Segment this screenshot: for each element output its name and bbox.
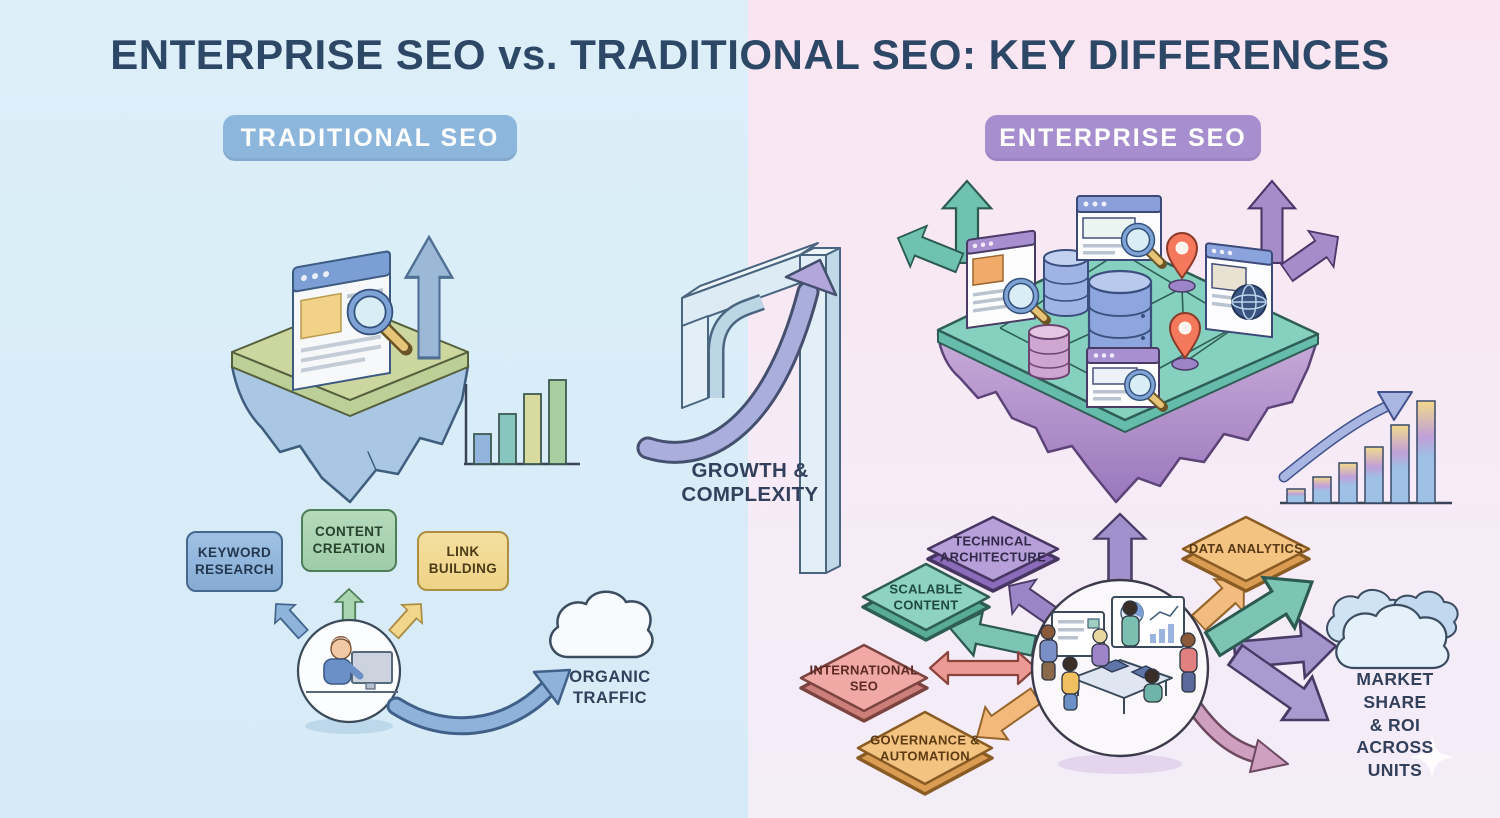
content-creation-box: CONTENT CREATION xyxy=(301,509,397,572)
database-icon-pink xyxy=(1028,324,1070,380)
stacked-growth-chart-icon xyxy=(1278,391,1452,505)
traditional-island-illustration xyxy=(230,235,470,504)
tile-international-seo xyxy=(799,643,929,723)
arrow-to-link-building xyxy=(382,594,433,645)
organic-traffic-line2: TRAFFIC xyxy=(572,689,648,708)
team-members xyxy=(1039,600,1198,711)
presentation-board-icon xyxy=(1051,611,1105,657)
tile-data-analytics xyxy=(1181,515,1311,593)
team-collaboration-illustration xyxy=(1030,578,1210,774)
arrow-international-double xyxy=(928,650,1038,686)
data-analytics-label: DATA ANALYTICS xyxy=(1188,541,1304,557)
growth-bar-chart-icon xyxy=(464,379,580,466)
marketer-at-desk-illustration xyxy=(296,618,402,734)
market-line3: UNITS xyxy=(1367,760,1423,780)
globe-icon xyxy=(1231,284,1267,320)
magnifier-icon xyxy=(1124,369,1168,412)
magnifier-icon xyxy=(1120,222,1167,269)
enterprise-seo-badge: ENTERPRISE SEO xyxy=(985,115,1261,161)
link-building-box: LINK BUILDING xyxy=(417,531,509,591)
pillar-tiles xyxy=(799,515,1311,796)
arrow-to-keyword-research xyxy=(264,594,315,645)
organic-traffic-arrow xyxy=(386,668,572,736)
expansion-arrow-purple-right xyxy=(1273,218,1352,292)
cloud-icon xyxy=(549,590,654,659)
arrow-up xyxy=(1093,512,1147,590)
tile-governance-automation xyxy=(856,710,994,796)
clouds-icon xyxy=(1326,589,1459,670)
traditional-seo-badge: TRADITIONAL SEO xyxy=(223,115,517,161)
market-share-roi-label: MARKET SHARE & ROI ACROSS UNITS xyxy=(1343,668,1448,782)
growth-line2: COMPLEXITY xyxy=(681,483,819,507)
growth-line1: GROWTH & xyxy=(691,459,809,482)
keyword-research-box: KEYWORD RESEARCH xyxy=(186,531,283,592)
scalable-content-label: SCALABLE CONTENT xyxy=(889,581,963,612)
arrow-curved-pink-head xyxy=(1249,739,1289,773)
market-line2: & ROI ACROSS xyxy=(1356,714,1434,758)
enterprise-island-illustration xyxy=(888,179,1352,504)
island-rock xyxy=(230,364,470,504)
organic-traffic-label: ORGANIC TRAFFIC xyxy=(569,667,650,710)
database-icon-large xyxy=(1087,269,1153,361)
governance-automation-label: GOVERNANCE & AUTOMATION xyxy=(870,732,980,763)
magnifier-icon xyxy=(346,288,413,356)
organic-traffic-line1: ORGANIC xyxy=(569,668,651,686)
market-line1: MARKET SHARE xyxy=(1356,669,1434,712)
island-rock xyxy=(936,332,1320,504)
sparkle-icon xyxy=(1410,735,1454,779)
magnifier-icon xyxy=(1002,277,1051,325)
growth-complexity-label: GROWTH & COMPLEXITY xyxy=(681,459,818,507)
tile-scalable-content xyxy=(861,562,991,642)
technical-architecture-label: TECHNICAL ARCHITECTURE xyxy=(939,533,1047,564)
tile-technical-architecture xyxy=(926,515,1060,593)
page-title: ENTERPRISE SEO vs. TRADITIONAL SEO: KEY … xyxy=(110,31,1390,78)
international-seo-label: INTERNATIONAL SEO xyxy=(809,662,919,693)
growth-gateway-illustration xyxy=(636,242,841,574)
location-pin-icon xyxy=(1168,312,1202,371)
location-pin-icon xyxy=(1165,232,1199,293)
